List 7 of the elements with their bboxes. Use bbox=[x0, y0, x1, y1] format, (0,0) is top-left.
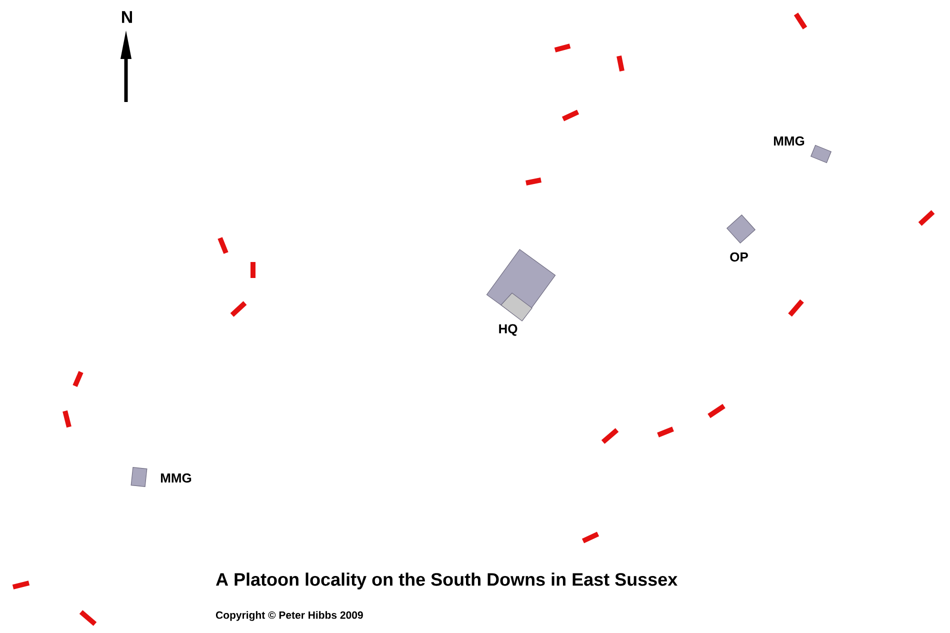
title: A Platoon locality on the South Downs in East Sussex bbox=[216, 572, 678, 590]
north-label: N bbox=[122, 11, 132, 23]
copyright-note: Copyright © Peter Hibbs 2009 bbox=[216, 611, 363, 621]
building-label: MMG bbox=[160, 473, 192, 483]
building-label: OP bbox=[730, 252, 748, 262]
building-label: HQ bbox=[499, 324, 518, 336]
building-label: MMG bbox=[774, 136, 804, 146]
